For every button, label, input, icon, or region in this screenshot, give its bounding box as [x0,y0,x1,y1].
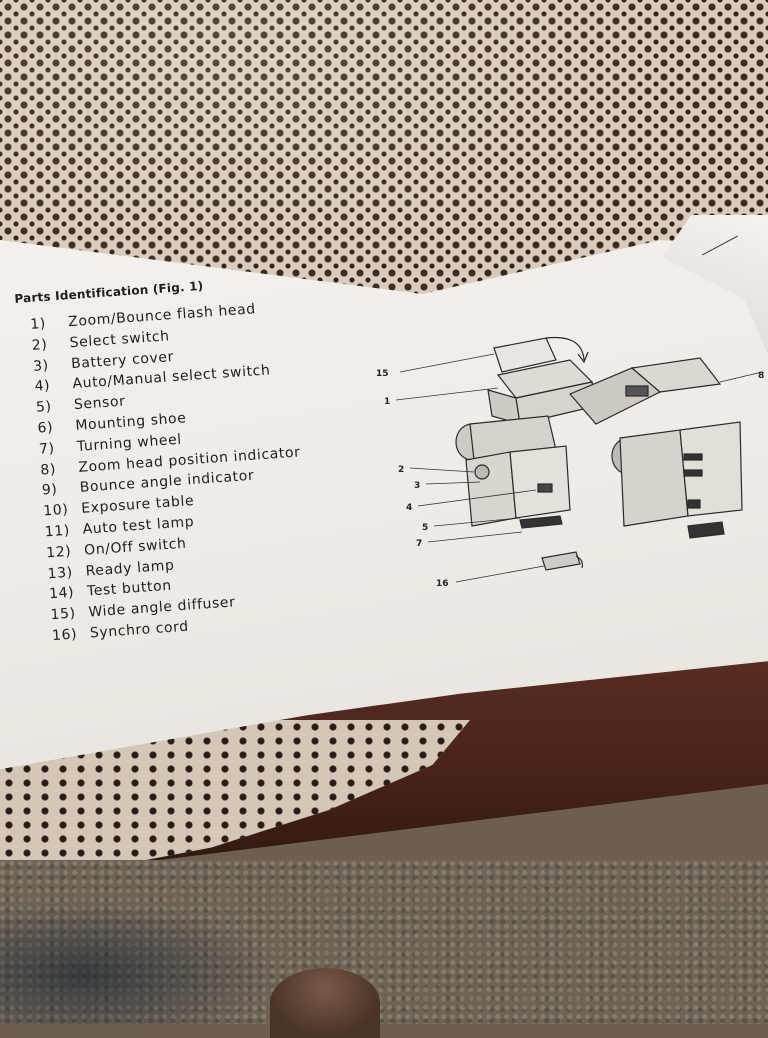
callout-line-5 [433,517,521,527]
test-button [687,499,701,509]
parts-identification: Parts Identification (Fig. 1) 1)Zoom/Bou… [14,269,368,648]
right-flash-top [630,357,722,393]
diffuser-arrowhead [577,351,589,364]
flash-unit-diagram: 15 1 2 3 4 5 7 16 8 [370,320,768,620]
wide-angle-diffuser-shape [493,337,557,373]
auto-test-lamp [683,469,703,477]
finger-tip [270,968,380,1038]
crochet-doily-background [0,0,768,330]
callout-line-15 [399,353,495,373]
callout-line-4 [417,489,537,507]
callout-16: 16 [436,579,449,589]
flash-diagram-svg: 15 1 2 3 4 5 7 16 8 [376,336,764,589]
callout-5: 5 [422,523,428,533]
callout-line-16 [455,565,545,583]
diffuser-arrow [545,336,585,361]
callout-3: 3 [414,481,420,491]
right-indicator-window [625,385,649,397]
carpet-shadow [0,900,280,1024]
right-body-back [679,421,743,517]
synchro-cord-wire [575,555,583,569]
callout-line-7 [427,531,523,543]
callout-line-2 [409,467,475,473]
select-switch [474,464,490,480]
callout-4: 4 [406,503,412,513]
callout-8: 8 [758,371,764,381]
callout-line-1 [395,387,499,401]
right-mounting-shoe [687,521,725,539]
flash-body-side [465,451,517,527]
ready-lamp [683,453,703,461]
flash-body-front [509,445,571,519]
callout-line-3 [425,481,481,485]
callout-1: 1 [384,397,390,407]
callout-15: 15 [376,369,389,379]
auto-manual-switch [537,483,553,493]
mounting-shoe [519,515,563,529]
synchro-cord-plug [541,551,581,571]
callout-7: 7 [416,539,422,549]
parts-list: 1)Zoom/Bounce flash head 2)Select switch… [16,293,368,648]
right-body-side [619,429,689,527]
callout-2: 2 [398,465,404,475]
callout-line-8 [719,371,763,383]
